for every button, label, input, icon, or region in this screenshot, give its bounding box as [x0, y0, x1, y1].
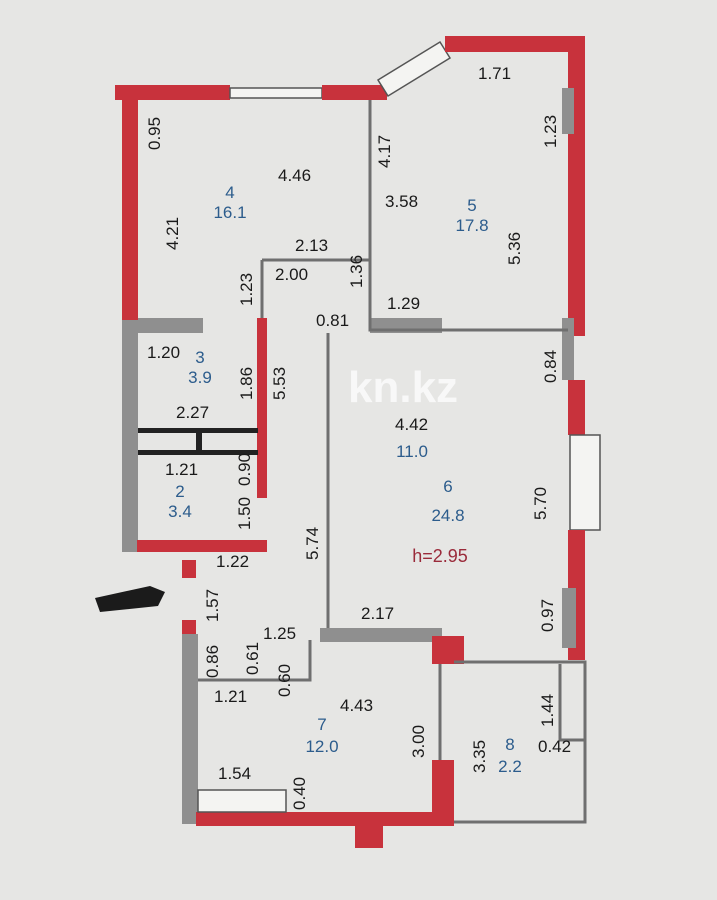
pier: [562, 588, 576, 648]
dimension: 1.57: [203, 589, 222, 622]
dimension: 1.44: [538, 694, 557, 727]
dimension: 4.46: [278, 166, 311, 185]
wall-inner-bottom: [137, 540, 267, 552]
room-4-area: 16.1: [213, 203, 246, 222]
dimension: 3.35: [470, 740, 489, 773]
room-5-number: 5: [467, 196, 476, 215]
dimension: 0.60: [275, 664, 294, 697]
wall-bottom: [196, 812, 436, 826]
wall-bottom-stub: [355, 812, 383, 848]
dimension: 4.43: [340, 696, 373, 715]
dimension: 0.90: [235, 453, 254, 486]
room-6-area: 24.8: [431, 506, 464, 525]
dimension: 1.23: [541, 115, 560, 148]
dimension: 1.25: [263, 624, 296, 643]
dimension: 4.17: [375, 135, 394, 168]
room-2-area: 3.4: [168, 502, 192, 521]
dimension: 1.54: [218, 764, 251, 783]
dimension: 1.29: [387, 294, 420, 313]
pier: [562, 318, 574, 380]
partition: [138, 318, 203, 333]
dimension: 2.00: [275, 265, 308, 284]
dimension: 2.17: [361, 604, 394, 623]
wall-right-upper: [568, 36, 585, 336]
wall-stub: [182, 620, 196, 634]
room-5-area: 17.8: [455, 216, 488, 235]
dimension: 1.21: [165, 460, 198, 479]
wall-top-right: [445, 36, 585, 52]
dimension: 1.86: [237, 367, 256, 400]
dimension: 5.70: [531, 487, 550, 520]
room-labels: 4 16.1 5 17.8 3 3.9 2 3.4 11.0 6 24.8 7 …: [168, 183, 522, 776]
dimension: 5.36: [505, 232, 524, 265]
dimension: 1.50: [235, 497, 254, 530]
shelf-divider: [196, 430, 202, 452]
dimension: 2.27: [176, 403, 209, 422]
dimension: 0.81: [316, 311, 349, 330]
shelf: [138, 450, 258, 455]
pier: [562, 88, 574, 134]
wall-left-lower: [122, 320, 138, 552]
dimension: 0.97: [538, 599, 557, 632]
wall-bottom-right: [432, 760, 454, 826]
entrance-marker: [95, 586, 165, 612]
room-3-area: 3.9: [188, 368, 212, 387]
dimension: 0.84: [541, 350, 560, 383]
kitchen-area: 11.0: [396, 442, 428, 461]
dimension: 2.13: [295, 236, 328, 255]
room-3-number: 3: [195, 348, 204, 367]
dimension: 5.53: [270, 367, 289, 400]
ceiling-height: h=2.95: [412, 546, 468, 566]
room-2-number: 2: [175, 482, 184, 501]
dimension: 1.71: [478, 64, 511, 83]
room-8-area: 2.2: [498, 757, 522, 776]
watermark: kn.kz: [348, 363, 458, 412]
wall-top-left: [115, 85, 230, 100]
room-7-area: 12.0: [305, 737, 338, 756]
dimension: 1.23: [237, 273, 256, 306]
dimension: 4.21: [163, 217, 182, 250]
dimension: 1.20: [147, 343, 180, 362]
window-right: [569, 434, 601, 531]
wall-column: [432, 636, 464, 664]
dimension: 0.40: [290, 777, 309, 810]
dimension: 1.36: [347, 255, 366, 288]
wall-left-bottom: [182, 634, 198, 824]
wall-right-mid: [568, 380, 585, 435]
dimension: 0.95: [145, 117, 164, 150]
room-7-number: 7: [317, 715, 326, 734]
wall-inner: [257, 318, 267, 498]
partition-lines: [198, 100, 587, 824]
dimension: 4.42: [395, 415, 428, 434]
wall-left-upper: [122, 90, 138, 320]
dimension: 0.86: [203, 645, 222, 678]
wall-stub: [182, 560, 196, 578]
dimension: 3.58: [385, 192, 418, 211]
window-angled: [376, 40, 452, 98]
room-6-number: 6: [443, 477, 452, 496]
dimension: 0.61: [243, 642, 262, 675]
partition: [320, 628, 442, 642]
dimension: 0.42: [538, 737, 571, 756]
dimensions: 0.95 4.46 4.21 4.17 3.58 1.71 1.23 5.36 …: [145, 64, 571, 810]
dimension: 1.22: [216, 552, 249, 571]
room-8-number: 8: [505, 735, 514, 754]
dimension: 1.21: [214, 687, 247, 706]
room-4-number: 4: [225, 183, 234, 202]
window-balcony: [197, 789, 287, 813]
wall-top-mid: [322, 85, 387, 100]
dimension: 3.00: [409, 725, 428, 758]
dimension: 5.74: [303, 527, 322, 560]
window: [229, 87, 323, 99]
walls: [115, 36, 601, 848]
